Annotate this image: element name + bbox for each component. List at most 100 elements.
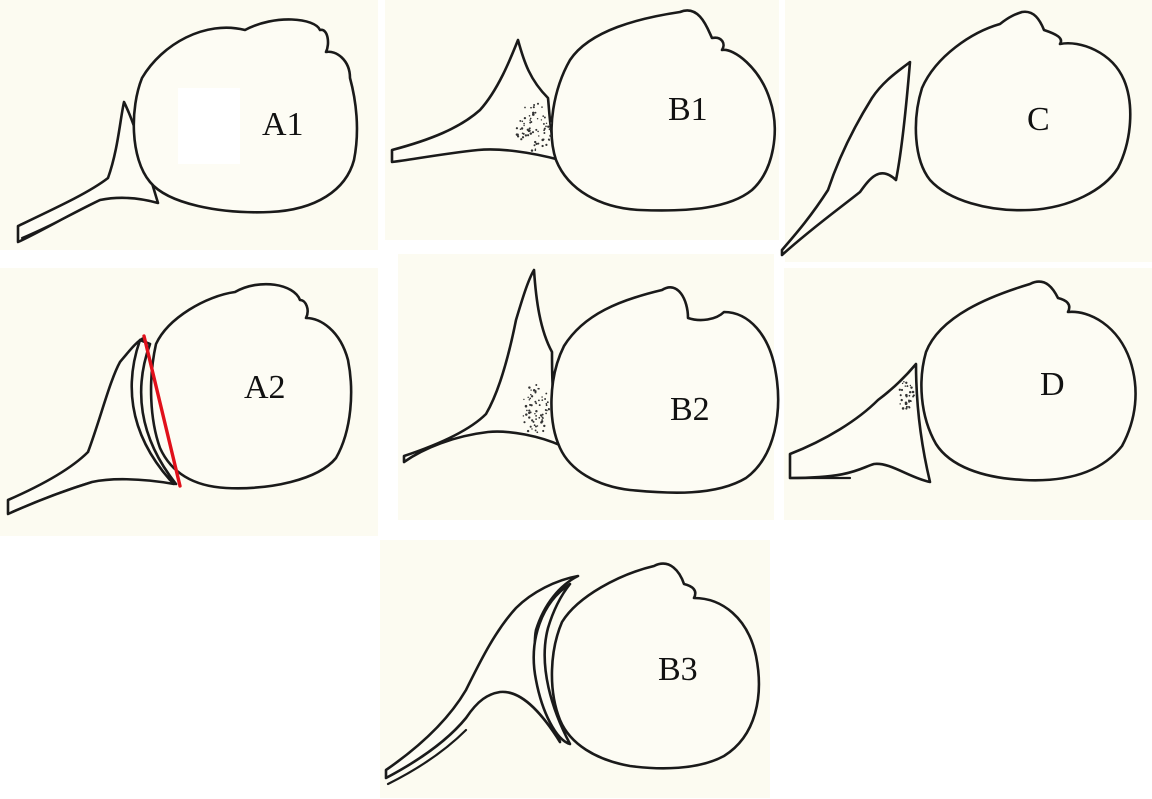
stipple-dot: [535, 150, 537, 152]
stipple-dot: [545, 393, 547, 395]
stipple-dot: [525, 134, 527, 136]
stipple-dot: [913, 394, 915, 396]
stipple-dot: [909, 391, 911, 393]
stipple-dot: [529, 128, 531, 130]
panel-b1: B1: [385, 0, 779, 240]
stipple-dot: [523, 421, 525, 423]
stipple-dot: [545, 126, 547, 128]
stipple-dot: [523, 399, 524, 400]
stipple-dot: [541, 396, 543, 398]
stipple-dot: [521, 127, 523, 129]
stipple-dot: [535, 425, 537, 427]
stipple-dot: [534, 424, 536, 426]
stipple-dot: [526, 410, 528, 412]
stipple-dot: [548, 408, 550, 410]
stipple-dot: [536, 431, 538, 433]
stipple-dot: [542, 417, 544, 419]
stipple-dot: [528, 412, 530, 414]
stipple-dot: [539, 404, 541, 406]
stipple-dot: [899, 403, 901, 405]
stipple-dot: [541, 399, 543, 401]
stipple-dot: [901, 399, 903, 401]
stipple-dot: [530, 389, 531, 390]
stipple-dot: [520, 138, 522, 140]
stipple-dot: [529, 398, 531, 400]
stipple-dot: [535, 418, 537, 420]
stipple-dot: [542, 430, 544, 432]
stipple-dot: [516, 127, 518, 129]
stipple-dot: [530, 394, 532, 396]
stipple-dot: [538, 135, 539, 136]
stipple-dot: [528, 410, 530, 412]
stipple-dot: [537, 103, 539, 105]
stipple-dot: [535, 143, 537, 145]
stipple-dot: [543, 138, 545, 140]
stipple-dot: [905, 403, 908, 406]
stipple-dot: [905, 382, 907, 384]
stipple-dot: [903, 381, 905, 383]
stipple-dot: [535, 390, 537, 392]
stipple-dot: [532, 131, 534, 133]
stipple-dot: [527, 430, 529, 432]
stipple-dot: [544, 398, 546, 400]
stipple-dot: [546, 404, 548, 406]
stipple-dot: [548, 139, 550, 141]
panel-b2: B2: [398, 254, 778, 520]
stipple-dot: [542, 115, 544, 117]
stipple-dot: [537, 388, 539, 390]
stipple-dot: [534, 144, 536, 146]
stipple-dot: [530, 107, 532, 109]
stipple-dot: [517, 135, 519, 137]
stipple-dot: [544, 128, 546, 130]
stipple-dot: [913, 391, 915, 393]
stipple-dot: [523, 415, 525, 417]
stipple-dot: [908, 406, 910, 408]
stipple-dot: [549, 135, 552, 138]
stipple-dot: [529, 404, 531, 406]
stipple-dot: [530, 132, 532, 134]
stipple-dot: [525, 405, 528, 408]
stipple-dot: [538, 417, 540, 419]
stipple-dot: [531, 395, 533, 397]
stipple-dot: [541, 415, 543, 417]
stipple-dot: [909, 395, 911, 397]
stipple-dot: [531, 428, 532, 429]
stipple-dot: [529, 115, 531, 117]
stipple-dot: [527, 397, 528, 398]
stipple-dot: [523, 123, 525, 125]
stipple-dot: [537, 118, 538, 119]
stipple-dot: [906, 406, 908, 408]
stipple-dot: [545, 144, 547, 146]
stipple-dot: [902, 407, 905, 410]
stipple-dot: [528, 386, 530, 388]
panel-a1: A1: [0, 0, 378, 250]
stipple-dot: [537, 131, 539, 133]
stipple-dot: [523, 133, 525, 135]
stipple-dot: [535, 415, 537, 417]
stipple-dot: [542, 414, 544, 416]
stipple-dot: [531, 149, 533, 151]
panel-b3: B3: [380, 540, 770, 798]
stipple-dot: [528, 129, 531, 132]
stipple-dot: [535, 410, 537, 412]
stipple-dot: [899, 389, 901, 391]
stipple-dot: [535, 429, 537, 431]
stipple-dot: [548, 126, 550, 128]
stipple-dot: [532, 421, 534, 423]
stipple-dot: [530, 426, 532, 428]
stipple-dot: [545, 413, 547, 415]
stipple-dot: [546, 403, 548, 405]
stipple-dot: [905, 394, 907, 396]
panel-d-label: D: [1040, 366, 1065, 403]
stipple-dot: [543, 425, 545, 427]
stipple-dot: [530, 118, 532, 120]
stipple-dot: [901, 389, 903, 391]
stipple-dot: [537, 143, 539, 145]
stipple-dot: [544, 117, 546, 119]
stipple-dot: [532, 112, 535, 115]
stipple-dot: [538, 399, 540, 401]
stipple-dot: [533, 106, 535, 108]
stipple-dot: [521, 120, 523, 122]
panel-b1-label: B1: [668, 91, 708, 128]
